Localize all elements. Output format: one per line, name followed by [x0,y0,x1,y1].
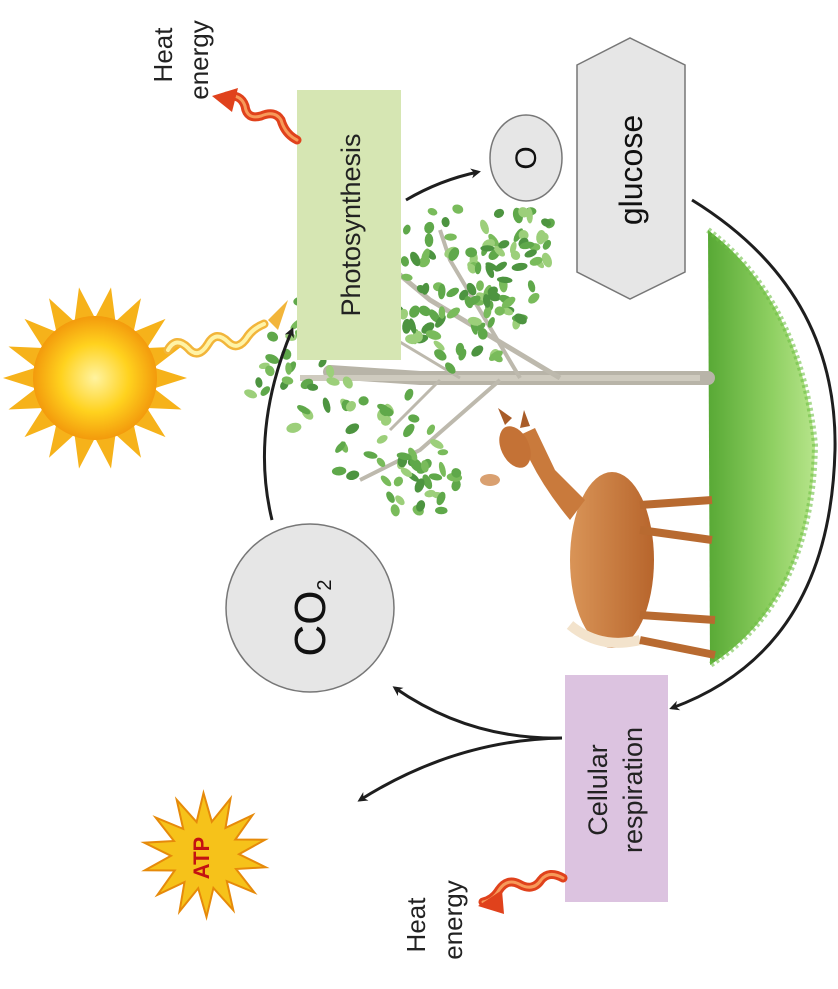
leaf [435,507,448,515]
leaf [379,474,393,488]
leaf [389,503,400,517]
heat-label-bottom-line1: Heat [401,897,431,953]
co2-molecule: CO2 [226,524,394,692]
leaf [444,234,456,241]
co2-text: CO2 [286,579,336,656]
leaf [478,218,491,235]
arrow-respiration-to-co2 [395,688,562,738]
leaf [243,388,259,400]
deer [480,408,715,655]
leaf [255,377,264,389]
leaf [527,279,537,293]
leaf [285,421,302,434]
leaf [451,203,465,215]
heat-label-bottom-line2: energy [438,880,468,960]
leaf [384,490,396,504]
oxygen-molecule: O [490,115,562,201]
leaf [424,233,433,247]
cellular-respiration-box: Cellular respiration [565,675,668,902]
leaf [437,449,448,456]
leaf [265,330,280,344]
leaf [403,387,415,402]
leaf [427,207,439,217]
oxygen-label: O [510,146,543,169]
leaf [476,280,485,291]
heat-energy-top: Heat energy [148,20,297,140]
leaf [392,475,405,488]
leaf [332,466,347,476]
leaf [441,216,451,227]
respiration-label-line1: Cellular [583,744,613,836]
leaf [321,397,332,414]
leaf [401,422,417,439]
arrow-photosynthesis-to-oxygen [406,172,478,200]
leaf [511,262,528,272]
atp-label: ATP [189,837,214,879]
sun-icon [3,287,187,468]
heat-energy-bottom: Heat energy [401,874,563,959]
heat-label-top-line2: energy [184,20,214,100]
leaf [407,413,420,423]
glucose-molecule: glucose [577,38,685,299]
leaf [345,469,360,482]
leaf [363,450,378,460]
heat-label-top-line1: Heat [148,27,178,83]
leaf [445,286,461,299]
respiration-label-line2: respiration [618,727,648,853]
leaf [400,255,410,267]
leaf [358,396,369,406]
photosynthesis-box: Photosynthesis [297,90,401,360]
leaf [344,421,361,436]
leaf [423,221,436,235]
leaf [375,433,389,445]
atp-burst: ATP [144,793,266,917]
co2-main: CO [286,591,335,657]
leaf [492,207,505,220]
co2-subscript: 2 [314,579,336,590]
glucose-label: glucose [613,115,649,225]
leaf [402,224,412,236]
photosynthesis-label: Photosynthesis [336,133,366,316]
leaf [469,343,485,359]
arrow-respiration-to-atp [360,738,562,800]
leaf [526,291,541,306]
